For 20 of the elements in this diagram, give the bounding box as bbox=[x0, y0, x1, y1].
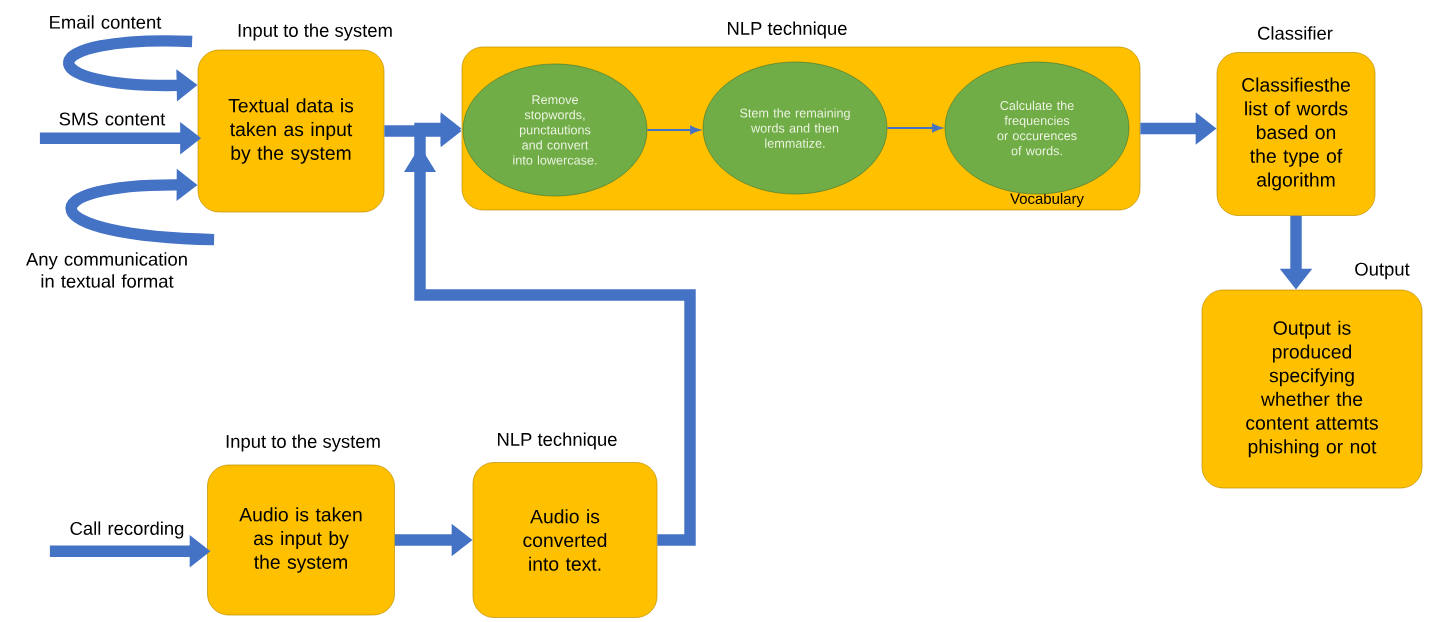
source-label: Email content bbox=[50, 15, 162, 29]
box-label: Vocabulary bbox=[1010, 193, 1084, 207]
process-box: Output is produced specifying whether the content attemts phishing or not bbox=[1201, 289, 1423, 489]
box-heading: NLP technique bbox=[728, 21, 847, 39]
curved-arrow bbox=[66, 168, 215, 246]
arrow bbox=[886, 123, 942, 133]
box-heading: Input to the system bbox=[238, 23, 392, 41]
process-box: Classifiesthe list of words based on the type of algorithm bbox=[1216, 52, 1376, 216]
box-heading: Input to the system bbox=[226, 434, 380, 452]
box-heading: Classifier bbox=[1258, 26, 1333, 40]
source-label: Any communication in textual format bbox=[26, 252, 187, 288]
arrow bbox=[646, 125, 700, 135]
box-heading: NLP technique bbox=[498, 432, 617, 450]
merging-arrow bbox=[404, 112, 696, 546]
box-heading: Output bbox=[1355, 262, 1410, 280]
process-box: Textual data is taken as input by the system bbox=[197, 49, 385, 213]
source-label: Call recording bbox=[70, 521, 184, 539]
process-box: Audio is taken as input by the system bbox=[207, 464, 395, 616]
source-label: SMS content bbox=[59, 112, 166, 126]
process-box: Audio is converted into text. bbox=[472, 462, 658, 618]
